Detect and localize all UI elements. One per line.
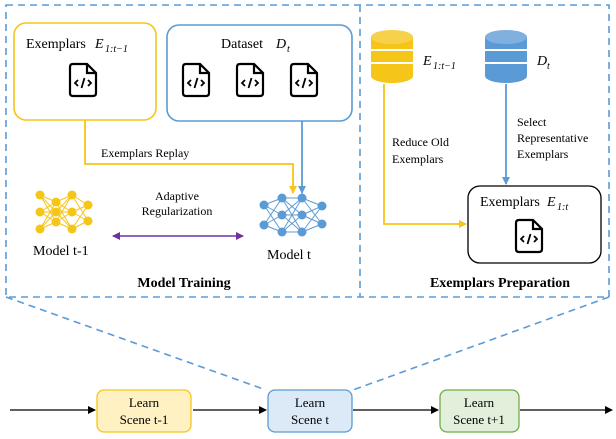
new-exemplars-box: Exemplars E 1:t [467, 185, 602, 264]
code-file-icon [68, 62, 98, 98]
regularization-label: Regularization [142, 204, 213, 218]
network-icon-prev [35, 190, 93, 234]
funnel-line-right [352, 296, 610, 391]
replay-arrow [84, 120, 297, 194]
scene-prev-line2: Scene t-1 [120, 412, 169, 427]
reduce-label-1: Reduce Old [392, 135, 449, 149]
dataset-math: D [275, 37, 286, 52]
adaptive-label: Adaptive [155, 189, 199, 203]
select-label-3: Exemplars [517, 147, 569, 161]
dataset-sub: t [287, 44, 290, 55]
model-curr-label: Model t [267, 248, 311, 263]
scene-prev-line1: Learn [129, 395, 160, 410]
exemplars-preparation-title: Exemplars Preparation [430, 276, 570, 291]
funnel-line-left [5, 296, 267, 391]
old-exemplars-sub: 1:t−1 [433, 61, 456, 72]
scene-box-curr: Learn Scene t [267, 389, 353, 433]
dataset-box: Dataset D t [166, 24, 353, 122]
code-file-icon [514, 218, 544, 254]
new-exemplars-label: Exemplars [480, 195, 540, 210]
model-training-title: Model Training [137, 276, 230, 291]
exemplars-box: Exemplars E 1:t−1 [13, 22, 157, 121]
code-file-icon [289, 62, 319, 98]
exemplars-sub: 1:t−1 [105, 44, 128, 55]
scene-box-prev: Learn Scene t-1 [96, 389, 192, 433]
old-exemplars-database-icon [371, 30, 413, 83]
exemplars-math: E [94, 37, 104, 52]
scene-curr-line1: Learn [295, 395, 326, 410]
scene-next-line2: Scene t+1 [453, 412, 505, 427]
code-file-icon [181, 62, 211, 98]
reduce-arrow [383, 84, 467, 228]
outer-dashed-frame [5, 4, 610, 298]
dataset-database-icon [485, 30, 527, 83]
new-exemplars-sub: 1:t [557, 202, 568, 213]
scene-curr-line2: Scene t [291, 412, 329, 427]
select-label-2: Representative [517, 131, 588, 145]
select-label-1: Select [517, 115, 547, 129]
network-icon-curr [259, 193, 327, 237]
dataset-label: Dataset [221, 37, 263, 52]
exemplars-label: Exemplars [26, 37, 86, 52]
new-dataset-math: D [536, 54, 547, 69]
model-prev-label: Model t-1 [33, 244, 89, 259]
scene-box-next: Learn Scene t+1 [439, 389, 520, 433]
new-dataset-sub: t [547, 61, 550, 72]
old-exemplars-math: E [422, 54, 432, 69]
replay-label: Exemplars Replay [101, 146, 189, 160]
code-file-icon [235, 62, 265, 98]
reduce-label-2: Exemplars [392, 152, 444, 166]
new-exemplars-math: E [546, 195, 556, 210]
scene-next-line1: Learn [464, 395, 495, 410]
